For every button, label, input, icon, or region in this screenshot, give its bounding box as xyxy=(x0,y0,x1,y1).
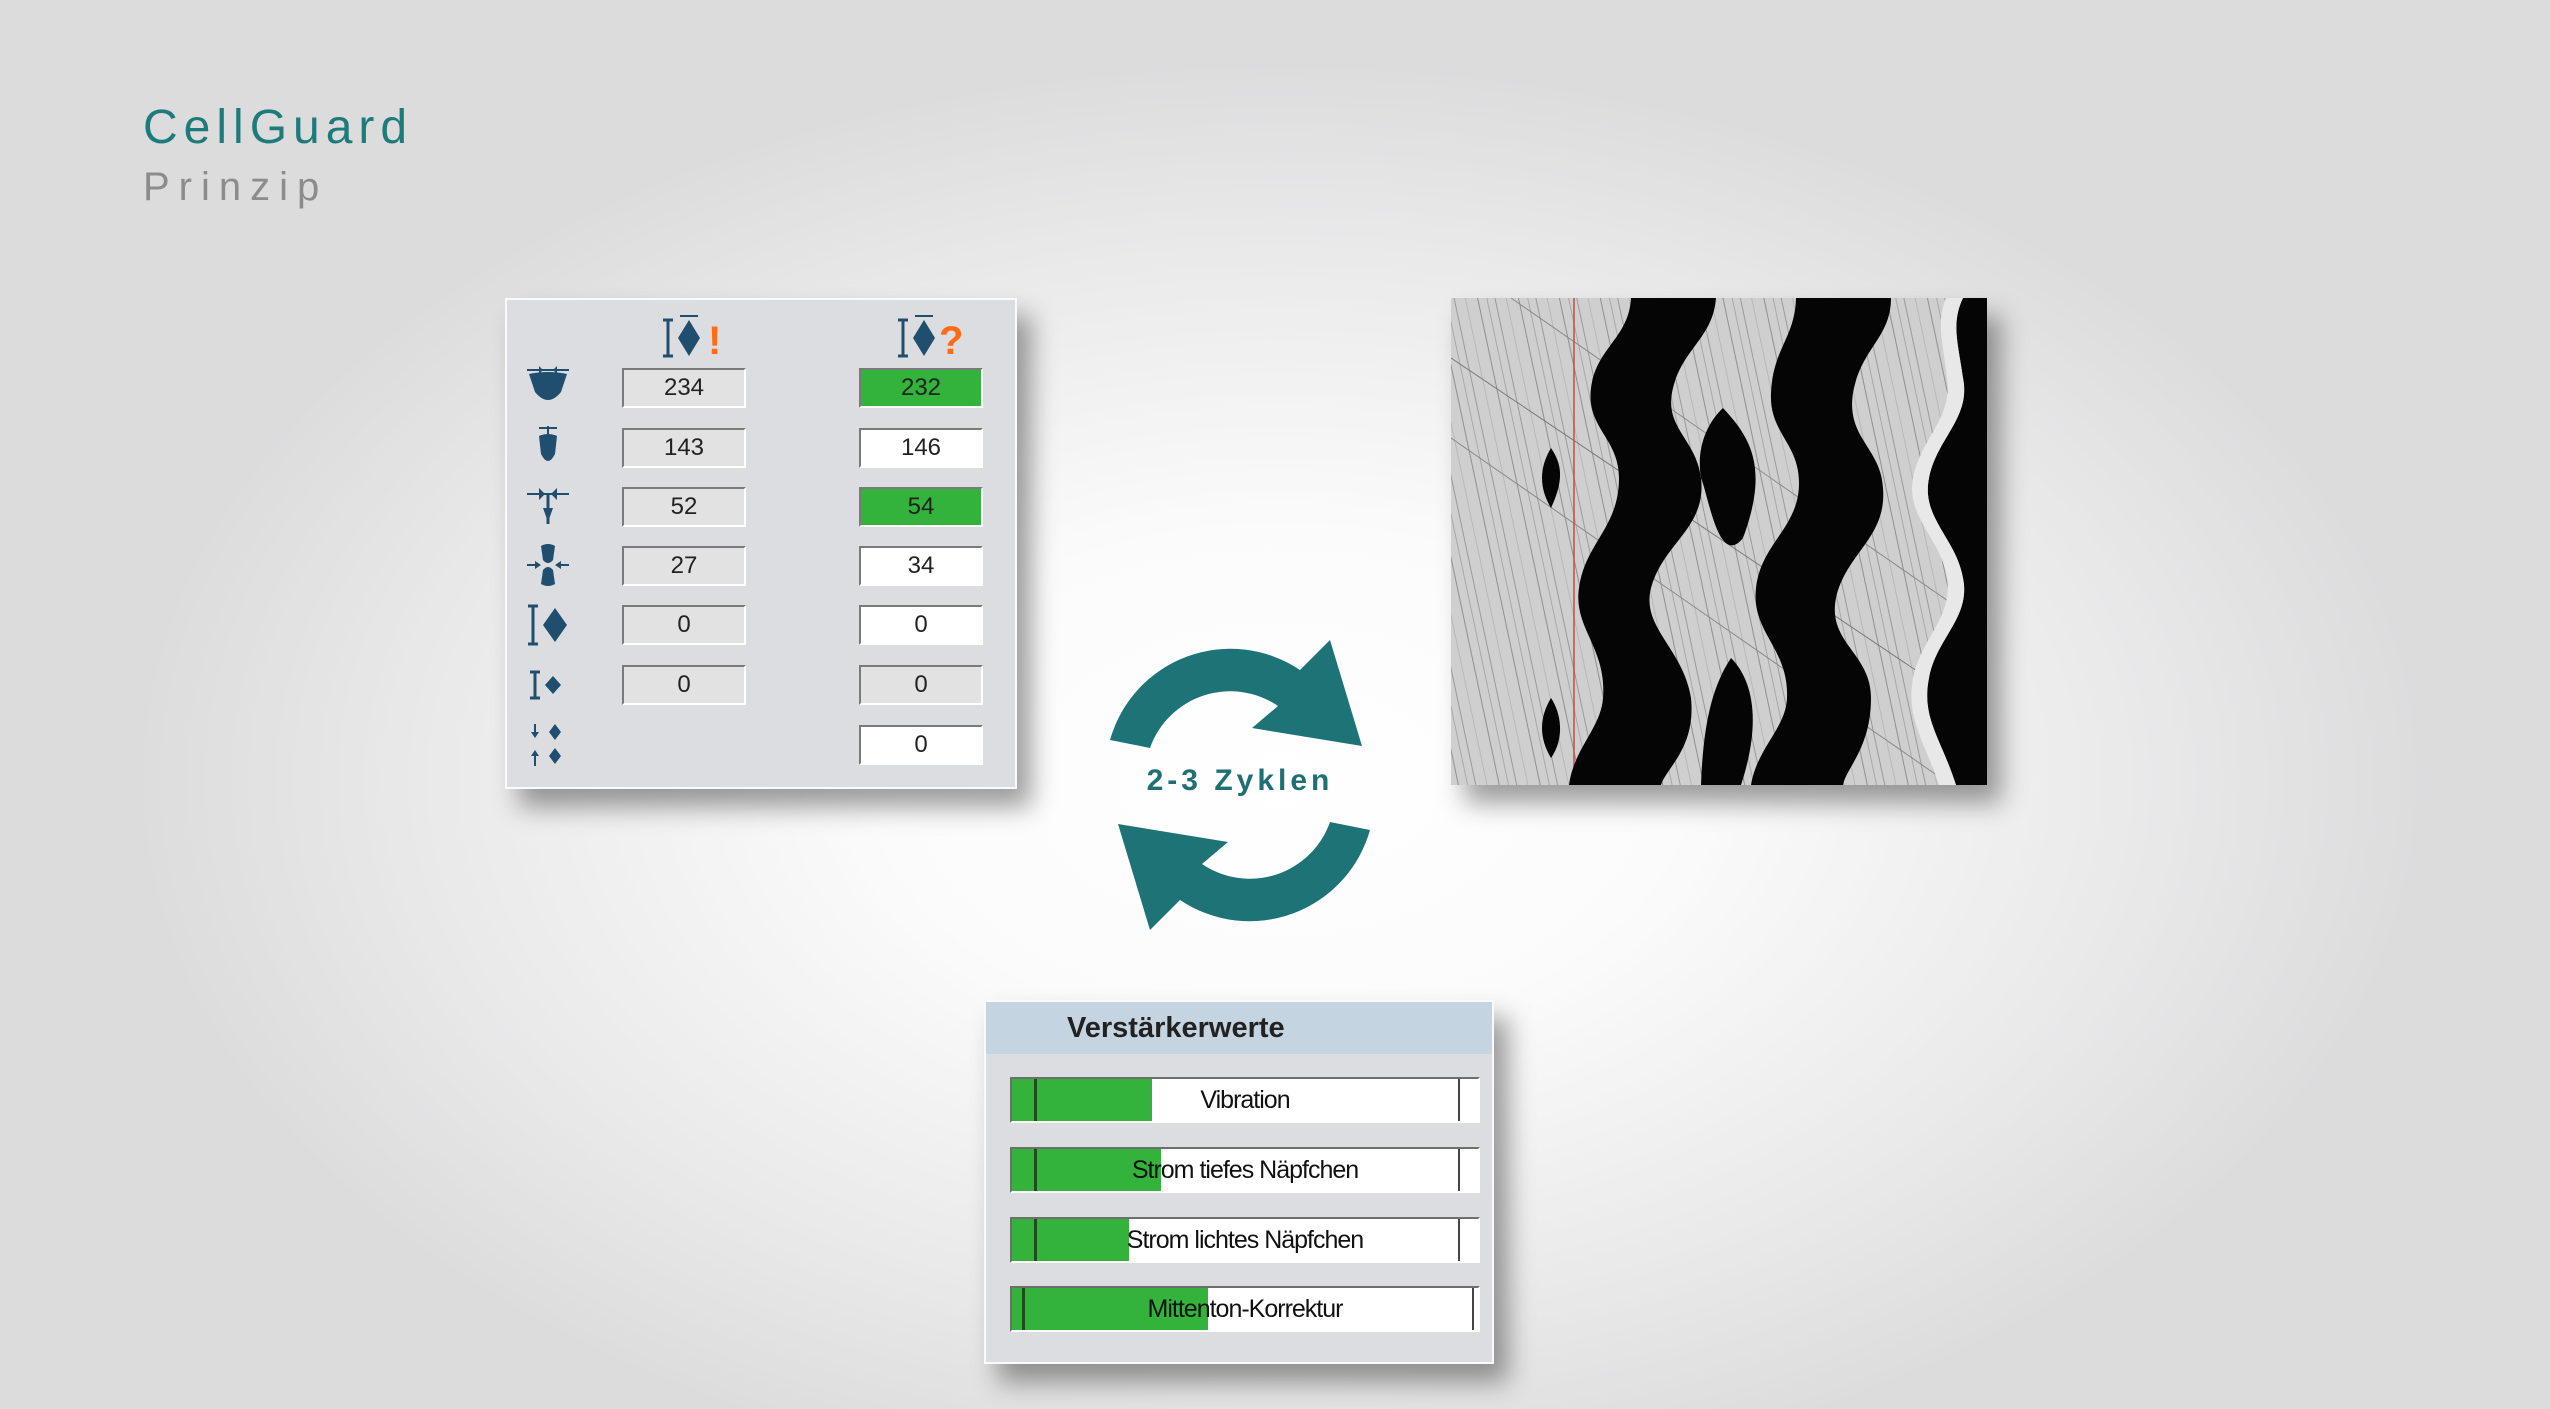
act-cell-height-field[interactable]: 146 xyxy=(859,428,983,468)
act-channel-width-field[interactable]: 54 xyxy=(859,487,983,527)
amplifier-window-title: Verstärkerwerte xyxy=(986,1002,1492,1054)
midtone-correction-bar[interactable]: Mittenton-Korrektur xyxy=(1010,1286,1480,1332)
act-cell-offset-field[interactable]: 0 xyxy=(859,725,983,765)
unknown-cell-icon: ? xyxy=(897,312,977,367)
small-cell-depth-icon xyxy=(525,662,571,708)
ref-wall-width-field[interactable]: 27 xyxy=(622,546,746,586)
ref-cell-height-field[interactable]: 143 xyxy=(622,428,746,468)
cell-depth-icon xyxy=(525,602,571,648)
current-light-cell-bar-label: Strom lichtes Näpfchen xyxy=(1012,1219,1478,1261)
cell-offset-icon xyxy=(525,722,571,768)
channel-width-icon xyxy=(525,482,571,528)
measured-cell-icon: ! xyxy=(662,312,732,367)
engraved-cells-image xyxy=(1451,298,1987,785)
measurement-panel: ! ? xyxy=(505,298,1017,789)
midtone-correction-bar-label: Mittenton-Korrektur xyxy=(1012,1288,1478,1330)
current-deep-cell-bar[interactable]: Strom tiefes Näpfchen xyxy=(1010,1147,1480,1193)
amplifier-values-window: Verstärkerwerte Vibration Strom tiefes N… xyxy=(984,1000,1494,1364)
wall-width-icon xyxy=(525,542,571,588)
current-light-cell-bar[interactable]: Strom lichtes Näpfchen xyxy=(1010,1217,1480,1263)
unknown-mark: ? xyxy=(939,319,963,362)
vibration-bar[interactable]: Vibration xyxy=(1010,1077,1480,1123)
ref-channel-width-field[interactable]: 52 xyxy=(622,487,746,527)
act-cell-depth-field[interactable]: 0 xyxy=(859,605,983,645)
act-small-cell-depth-field[interactable]: 0 xyxy=(859,665,983,705)
cycle-count-label: 2-3 Zyklen xyxy=(1110,764,1370,798)
act-wall-width-field[interactable]: 34 xyxy=(859,546,983,586)
ref-cell-width-field[interactable]: 234 xyxy=(622,368,746,408)
app-title: CellGuard xyxy=(143,100,413,155)
cell-width-icon xyxy=(525,364,571,410)
measured-mark: ! xyxy=(708,319,721,362)
act-cell-width-field[interactable]: 232 xyxy=(859,368,983,408)
cell-height-icon xyxy=(525,424,571,470)
ref-cell-depth-field[interactable]: 0 xyxy=(622,605,746,645)
page-subtitle: Prinzip xyxy=(143,165,328,210)
vibration-bar-label: Vibration xyxy=(1012,1079,1478,1121)
current-deep-cell-bar-label: Strom tiefes Näpfchen xyxy=(1012,1149,1478,1191)
ref-small-cell-depth-field[interactable]: 0 xyxy=(622,665,746,705)
